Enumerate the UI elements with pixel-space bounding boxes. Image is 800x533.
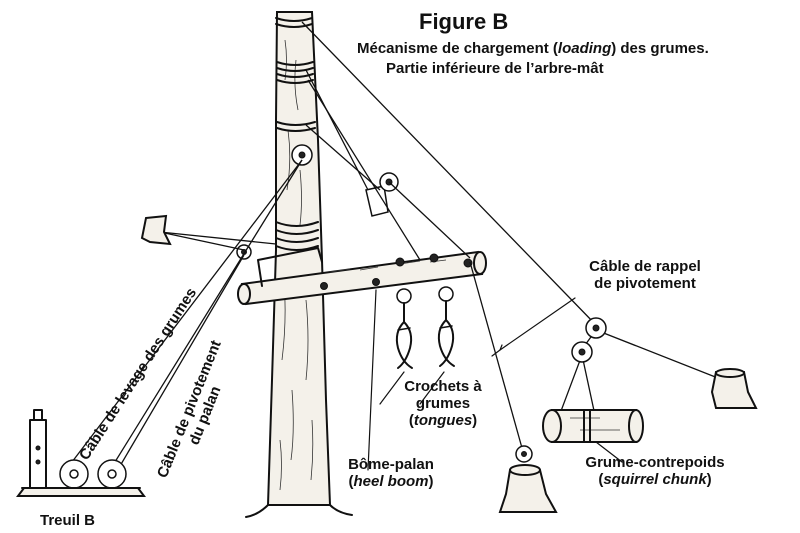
winch-b xyxy=(16,409,146,497)
label-bome-italic: heel boom xyxy=(353,473,429,490)
label-rappel-line2: de pivotement xyxy=(594,275,696,292)
label-rappel: Câble de rappel de pivotement xyxy=(570,258,720,292)
heel-boom xyxy=(237,247,487,306)
label-bome-line1: Bôme-palan xyxy=(348,456,434,473)
label-crochets-line1: Crochets à xyxy=(404,378,482,395)
figure-subtitle: Mécanisme de chargement (loading) des gr… xyxy=(357,40,709,57)
label-crochets-line3: (tongues) xyxy=(408,412,478,429)
label-bome-line2: (heel boom) xyxy=(348,473,434,490)
label-rappel-line1: Câble de rappel xyxy=(589,258,701,275)
label-contrepoids: Grume-contrepoids (squirrel chunk) xyxy=(570,454,740,488)
label-crochets-italic: tongues xyxy=(413,412,473,429)
label-contrepoids-line2: (squirrel chunk) xyxy=(598,471,712,488)
leader-lines xyxy=(367,289,623,471)
subtitle-text-pre: Mécanisme de chargement ( xyxy=(357,40,558,57)
figure-title: Figure B xyxy=(419,9,509,34)
label-contrepoids-italic: squirrel chunk xyxy=(603,471,707,488)
subtitle-text-post: ) des grumes. xyxy=(611,40,709,57)
log-tongs xyxy=(395,286,455,369)
stumps xyxy=(140,214,758,513)
label-crochets: Crochets à grumes (tongues) xyxy=(388,378,498,429)
label-bome: Bôme-palan (heel boom) xyxy=(326,456,456,490)
counterweight-log xyxy=(542,317,644,443)
figure-subtitle-line2: Partie inférieure de l’arbre-mât xyxy=(386,60,604,77)
spar-tree xyxy=(245,11,353,518)
label-contrepoids-line1: Grume-contrepoids xyxy=(585,454,725,471)
label-crochets-line2: grumes xyxy=(415,395,471,412)
label-treuil: Treuil B xyxy=(40,512,96,529)
subtitle-text-italic: loading xyxy=(557,40,612,57)
